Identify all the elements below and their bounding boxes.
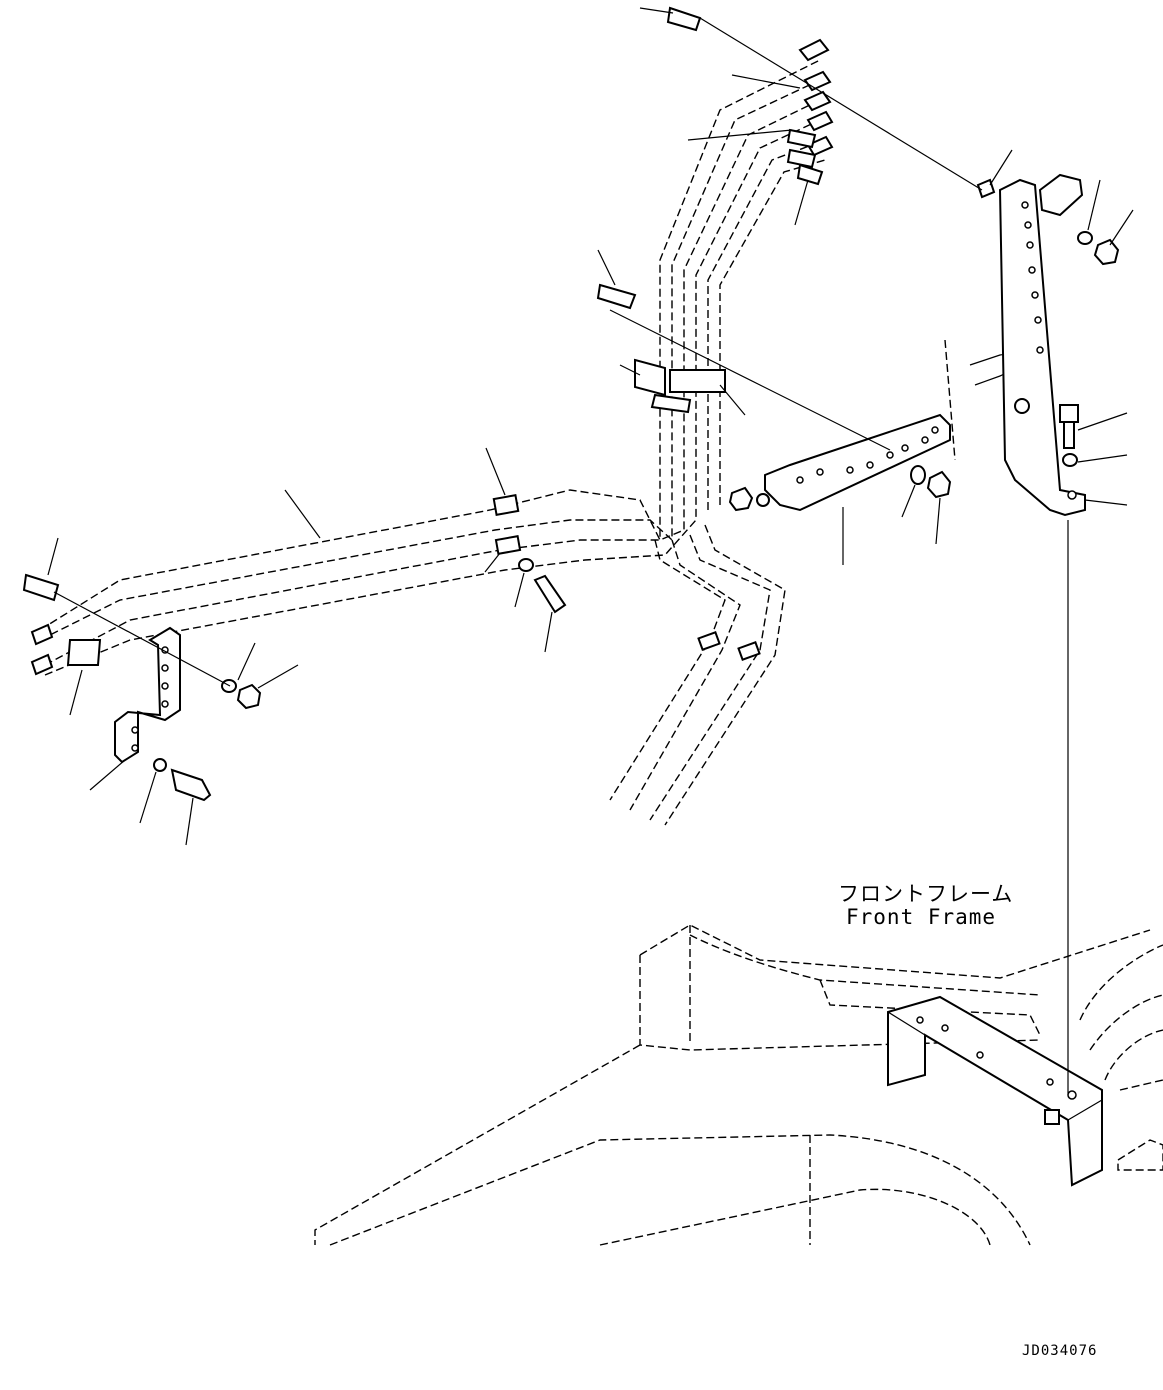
leader-lines (47, 7, 1134, 1095)
tube-fittings (30, 38, 834, 676)
bracket-right (998, 173, 1086, 517)
bracket-center (764, 413, 951, 512)
nuts-washers (153, 178, 1120, 772)
bracket-left (114, 626, 181, 764)
hydraulic-tubes (39, 59, 826, 826)
drawing-id: JD034076 (1022, 1343, 1098, 1359)
front-frame-label-japanese: フロントフレーム (838, 882, 1014, 906)
front-frame-label-english: Front Frame (846, 905, 997, 929)
front-frame (314, 924, 1163, 1246)
bolts (22, 6, 1079, 802)
clamps (492, 358, 761, 661)
